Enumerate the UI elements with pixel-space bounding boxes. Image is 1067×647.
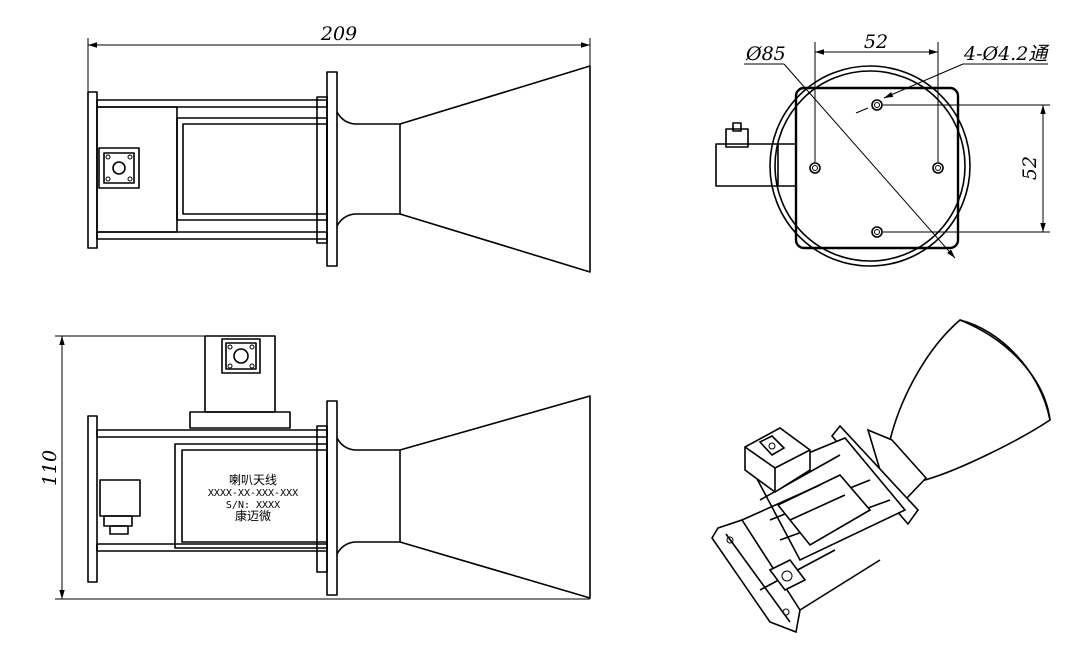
hole-spacing-horizontal-label: 52	[864, 31, 888, 53]
nameplate-model: XXXX-XX-XXX-XXX	[208, 488, 298, 499]
nameplate-maker: 康迈微	[235, 508, 271, 523]
length-dimension-label: 209	[320, 23, 357, 45]
top-view: 209	[87, 23, 591, 273]
height-dimension-label: 110	[39, 450, 61, 486]
nameplate-serial: S/N: XXXX	[226, 500, 280, 511]
mounting-holes-label: 4-Ø4.2通	[963, 43, 1050, 65]
side-view: 110 喇叭天线 XXXX-XX-XXX-XXX S/N: XXXX 康迈微	[39, 335, 591, 600]
isometric-view	[711, 319, 1051, 634]
hole-spacing-vertical-label: 52	[1019, 156, 1041, 180]
nameplate-title: 喇叭天线	[229, 472, 277, 487]
aperture-diameter-label: Ø85	[745, 43, 786, 65]
front-view: Ø85 52 52 4-Ø4.2通	[715, 31, 1050, 267]
